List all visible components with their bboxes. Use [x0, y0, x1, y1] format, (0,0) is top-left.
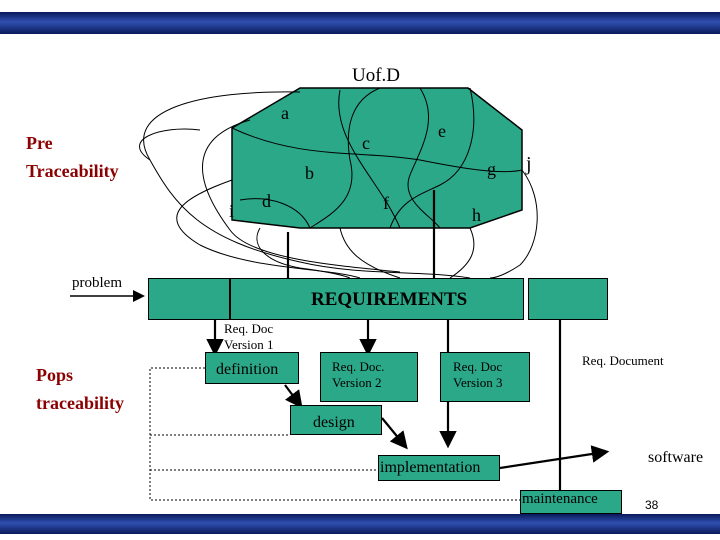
- pre-traceability-label-1: Pre: [26, 133, 53, 153]
- pre-traceability-label-2: Traceability: [26, 161, 119, 181]
- definition-box: [205, 352, 299, 384]
- software-label: software: [648, 449, 704, 466]
- arrow-definition-to-design: [284, 384, 303, 409]
- requirements-bar-right: [528, 278, 608, 320]
- pops-traceability-label-2: traceability: [36, 393, 124, 413]
- region-label-j: j: [526, 153, 532, 175]
- arrow-impl-to-software: [499, 445, 610, 470]
- req-doc-v2-label-2: Version 2: [332, 375, 382, 390]
- maintenance-label: maintenance: [522, 491, 598, 507]
- region-label-c: c: [362, 133, 370, 153]
- region-label-i: i: [229, 201, 235, 221]
- region-label-d: d: [262, 191, 271, 211]
- req-doc-v3-label-1: Req. Doc: [453, 359, 503, 374]
- top-decorative-bar: [0, 12, 720, 34]
- region-boundaries: [231, 87, 523, 229]
- design-box: [290, 405, 382, 435]
- bottom-decorative-bar: [0, 514, 720, 534]
- pre-traceability-lines: [139, 91, 538, 279]
- requirements-bar-left: [148, 278, 230, 320]
- region-label-h: h: [472, 205, 481, 225]
- req-doc-v2-box: [320, 352, 418, 402]
- req-doc-v1-label-1: Req. Doc: [224, 321, 274, 336]
- uofd-title: Uof.D: [352, 65, 401, 86]
- requirements-bar: [230, 278, 524, 320]
- implementation-box: [378, 455, 500, 481]
- req-doc-v3-box: [440, 352, 530, 402]
- req-doc-v3-label-2: Version 3: [453, 375, 503, 390]
- req-doc-v2-label-1: Req. Doc.: [332, 359, 385, 374]
- region-label-e: e: [438, 121, 446, 141]
- implementation-label: implementation: [380, 459, 481, 476]
- requirements-label: REQUIREMENTS: [311, 289, 468, 310]
- req-document-label: Req. Document: [582, 353, 664, 368]
- arrow-design-to-impl: [381, 417, 408, 450]
- region-label-a: a: [281, 103, 289, 123]
- maintenance-box: [520, 490, 622, 514]
- pops-traceability-label-1: Pops: [36, 365, 74, 385]
- region-label-g: g: [487, 159, 496, 179]
- pops-bracket: [149, 367, 520, 501]
- region-label-b: b: [305, 163, 314, 183]
- region-label-f: f: [383, 193, 389, 213]
- design-label: design: [313, 414, 355, 431]
- req-doc-v1-label-2: Version 1: [224, 337, 274, 352]
- definition-label: definition: [216, 361, 279, 378]
- page-number: 38: [645, 498, 659, 512]
- problem-label: problem: [72, 275, 122, 291]
